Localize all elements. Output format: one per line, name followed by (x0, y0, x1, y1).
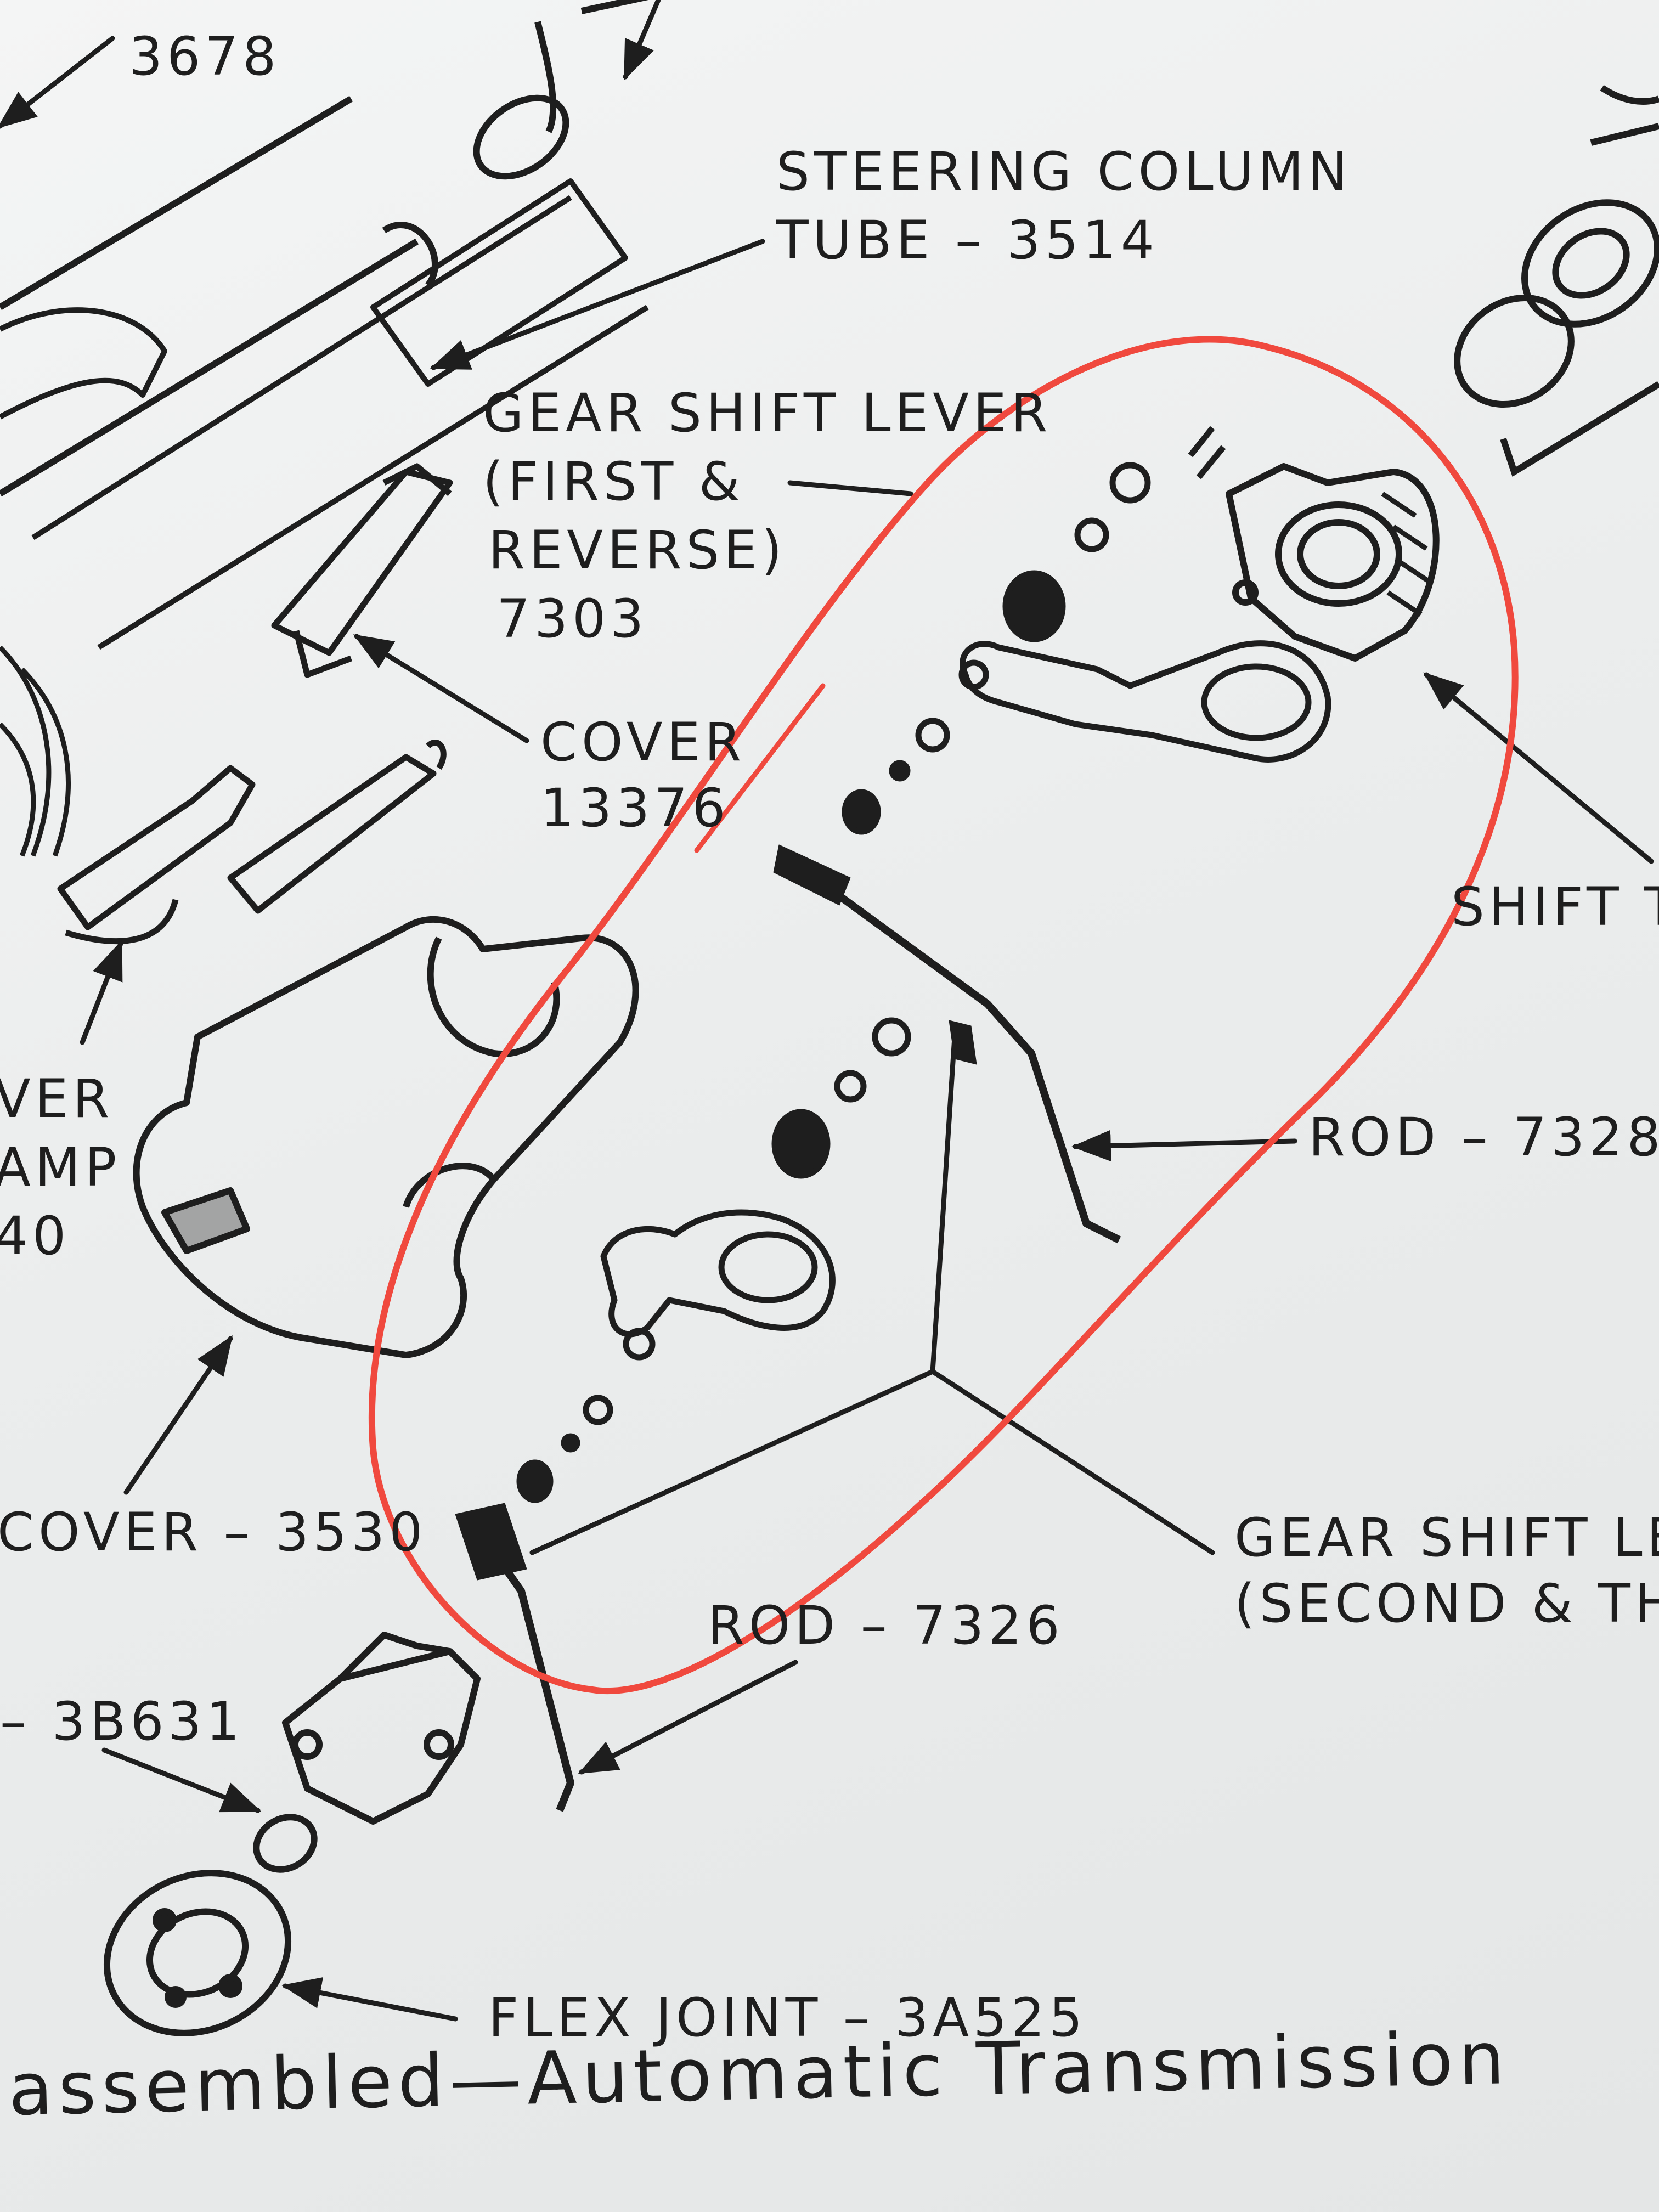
shift-tube-part (1226, 463, 1440, 662)
label-gear-shift-lever-first-line2: (FIRST & (483, 451, 744, 512)
label-steering-column-tube-line2: TUBE – 3514 (776, 210, 1159, 271)
label-gear-shift-lever-second-line2: (SECOND & THI (1234, 1573, 1659, 1634)
label-rod-7326: ROD – 7326 (708, 1595, 1064, 1656)
label-rod-7328: ROD – 7328 (1308, 1107, 1659, 1168)
label-cover-3530: COVER – 3530 (0, 1502, 427, 1563)
label-gear-shift-lever-second-line1: GEAR SHIFT LE (1234, 1507, 1659, 1568)
label-gear-shift-lever-first-line3: REVERSE) (488, 520, 787, 581)
label-lever-clamp-line1: VER (0, 1068, 114, 1130)
label-flex-joint: FLEX JOINT – 3A525 (488, 1987, 1087, 2049)
label-cover-13376-line1: COVER (540, 712, 746, 773)
label-cover-13376-line2: 13376 (540, 777, 730, 839)
rod-7326-part (455, 1503, 574, 1812)
lever-clamp-part (57, 740, 447, 944)
lower-lever-stack (516, 1017, 911, 1503)
cover-13376-part (271, 463, 453, 678)
label-lever-clamp-line3: 40 (0, 1205, 71, 1267)
right-edge-parts (1454, 84, 1659, 477)
red-highlight-circle (368, 336, 1519, 1695)
upper-lever-stack (842, 426, 1331, 835)
leader-lines (0, 0, 1654, 2022)
label-gear-shift-lever-first-line1: GEAR SHIFT LEVER (483, 382, 1052, 444)
label-part-3b631: – 3B631 (0, 1691, 244, 1752)
red-highlight-stroke (694, 683, 826, 853)
label-lever-clamp-line2: AMP (0, 1137, 121, 1198)
steering-column-assembly (0, 0, 649, 857)
label-gear-shift-lever-first-line4: 7303 (496, 588, 648, 650)
cover-3530-housing (133, 916, 639, 1358)
label-steering-column-tube-line1: STEERING COLUMN (776, 141, 1352, 202)
label-shift-tube-partial: SHIFT T (1451, 876, 1659, 938)
flex-joint-part (103, 1632, 481, 2036)
label-bracket-number: 3678 (129, 26, 281, 87)
